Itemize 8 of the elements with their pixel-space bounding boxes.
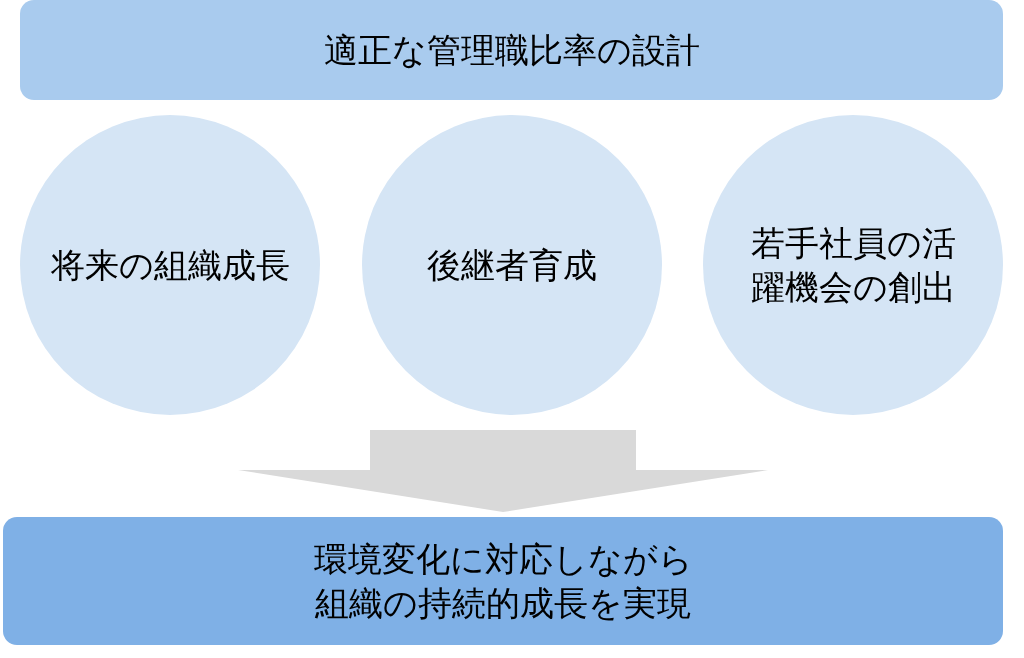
node-label: 環境変化に対応しながら組織の持続的成長を実現 <box>312 537 694 625</box>
node-label: 若手社員の活躍機会の創出 <box>749 221 957 309</box>
arrow <box>238 430 768 512</box>
title-box <box>3 517 1003 645</box>
node-label: 後継者育成 <box>426 243 598 287</box>
node-label: 適正な管理職比率の設計 <box>323 28 700 72</box>
node-label: 将来の組織成長 <box>49 243 291 287</box>
title-box <box>20 0 1003 100</box>
